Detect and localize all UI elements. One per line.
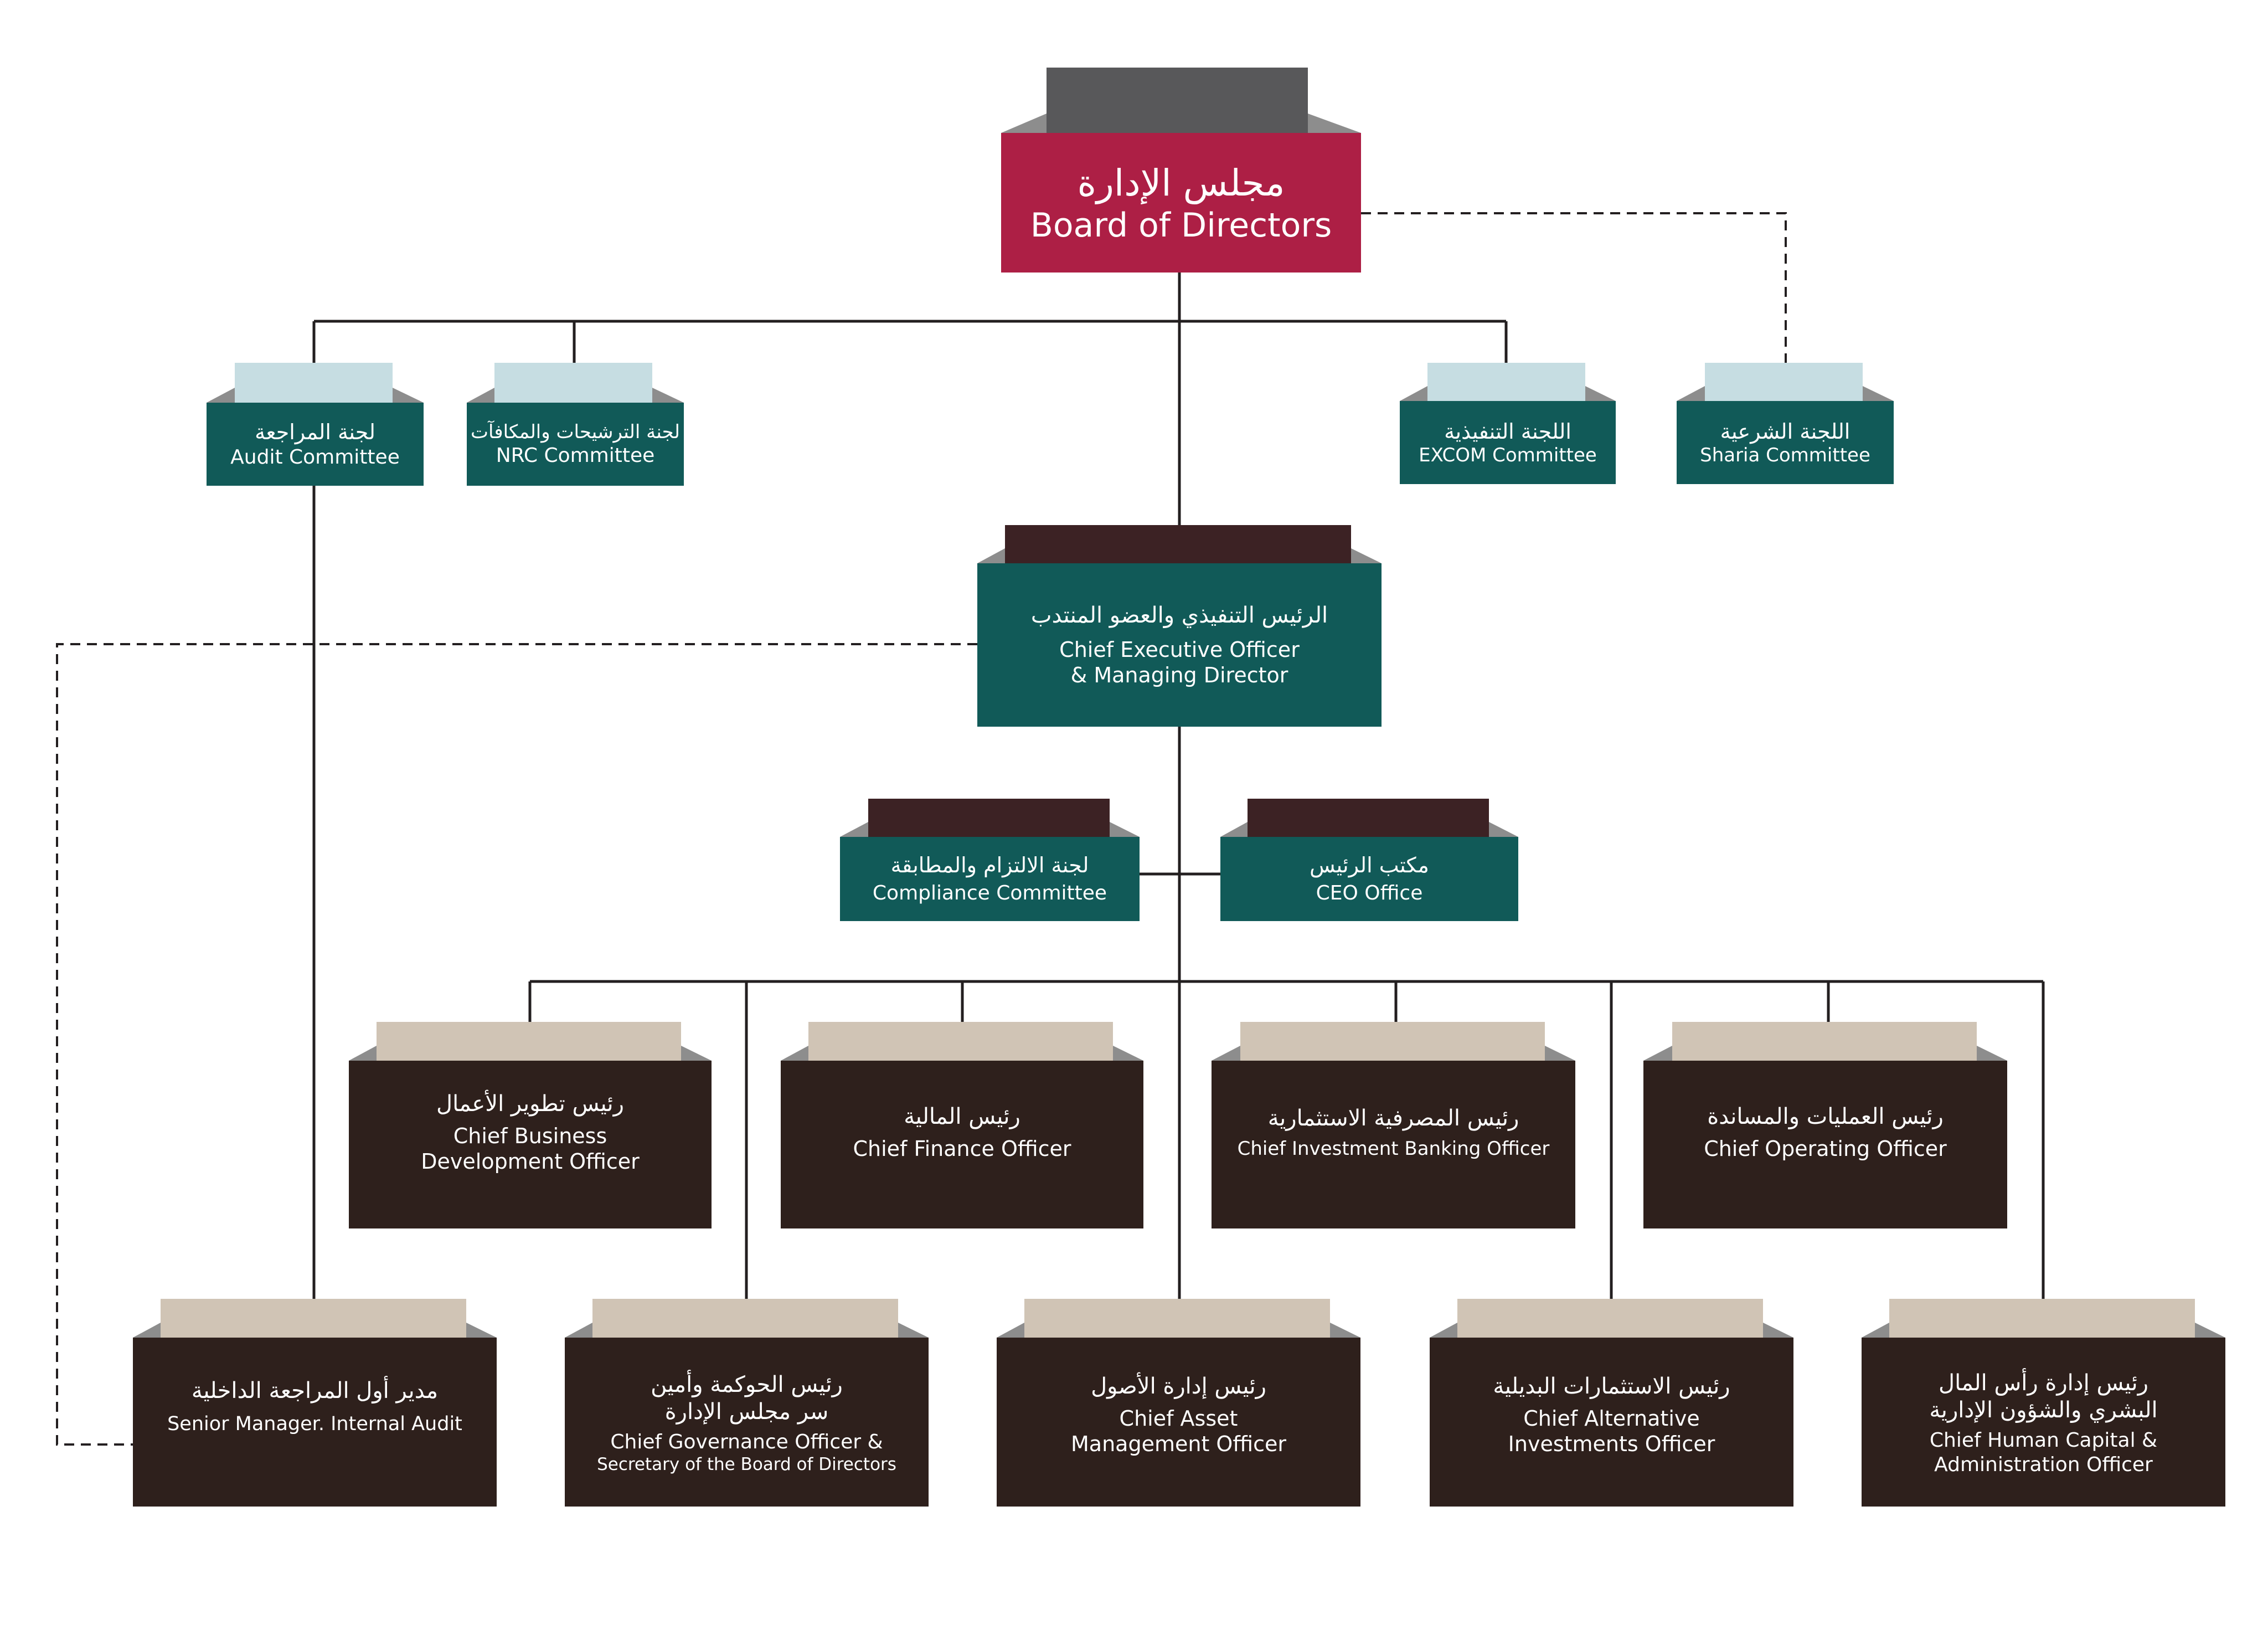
cfo-arabic: رئيس المالية: [904, 1104, 1020, 1130]
compliance-arabic: لجنة الالتزام والمطابقة: [890, 852, 1089, 877]
ceo-office-arabic: مكتب الرئيس: [1310, 852, 1429, 877]
camo-box: [997, 1299, 1360, 1507]
cbdo-arabic: رئيس تطوير الأعمال: [436, 1091, 624, 1117]
ceo-office-english: CEO Office: [1316, 882, 1423, 905]
ceo-box: [977, 525, 1382, 727]
camo-label: رئيس إدارة الأصول Chief Asset Management…: [997, 1343, 1360, 1487]
cgo-arabic-line1: رئيس الحوكمة وأمين: [651, 1372, 843, 1398]
cibo-arabic: رئيس المصرفية الاستثمارية: [1267, 1105, 1519, 1131]
nrc-committee-arabic: لجنة الترشيحات والمكافآت: [471, 420, 680, 443]
board-label: مجلس الإدارة Board of Directors: [1001, 141, 1361, 266]
cfo-english: Chief Finance Officer: [853, 1137, 1071, 1161]
caio-english-line2: Investments Officer: [1508, 1432, 1715, 1457]
caio-arabic: رئيس الاستثمارات البديلية: [1493, 1374, 1730, 1400]
board-shoulder-right: [1308, 114, 1361, 133]
chco-arabic-line2: البشري والشؤون الإدارية: [1929, 1397, 2158, 1423]
compliance-box: [840, 799, 1140, 921]
cgo-label: رئيس الحوكمة وأمين سر مجلس الإدارة Chief…: [565, 1343, 929, 1504]
coo-arabic: رئيس العمليات والمساندة: [1707, 1104, 1944, 1130]
sharia-committee-label: اللجنة الشرعية Sharia Committee: [1677, 405, 1894, 480]
ceo-english-line2: & Managing Director: [1070, 663, 1288, 688]
chco-english-line2: Administration Officer: [1934, 1453, 2153, 1476]
cgo-arabic-line2: سر مجلس الإدارة: [664, 1399, 829, 1425]
cgo-english-line1: Chief Governance Officer &: [610, 1430, 883, 1453]
cibo-english: Chief Investment Banking Officer: [1237, 1137, 1550, 1160]
cibo-label: رئيس المصرفية الاستثمارية Chief Investme…: [1212, 1066, 1575, 1199]
cbdo-english-line1: Chief Business: [453, 1124, 607, 1149]
ceo-office-label: مكتب الرئيس CEO Office: [1220, 841, 1518, 917]
board-box: [1001, 68, 1361, 273]
internal-audit-english: Senior Manager. Internal Audit: [167, 1413, 462, 1436]
coo-english: Chief Operating Officer: [1704, 1137, 1947, 1161]
compliance-label: لجنة الالتزام والمطابقة Compliance Commi…: [840, 841, 1140, 917]
audit-committee-label: لجنة المراجعة Audit Committee: [207, 407, 424, 482]
board-shoulder-left: [1001, 114, 1047, 133]
nrc-committee-box: [467, 363, 684, 486]
cfo-label: رئيس المالية Chief Finance Officer: [781, 1066, 1143, 1199]
excom-committee-box: [1400, 363, 1616, 484]
caio-label: رئيس الاستثمارات البديلية Chief Alternat…: [1430, 1343, 1793, 1487]
cbdo-box: [349, 1022, 712, 1228]
cgo-box: [565, 1299, 929, 1507]
board-arabic: مجلس الإدارة: [1077, 161, 1285, 204]
dashed-connectors: [56, 212, 1787, 1446]
ceo-label: الرئيس التنفيذي والعضو المنتدب Chief Exe…: [977, 573, 1382, 717]
compliance-english: Compliance Committee: [872, 882, 1107, 905]
sharia-committee-box: [1677, 363, 1894, 484]
chco-arabic-line1: رئيس إدارة رأس المال: [1939, 1370, 2148, 1396]
cibo-box: [1212, 1022, 1575, 1228]
excom-committee-label: اللجنة التنفيذية EXCOM Committee: [1400, 405, 1616, 480]
ceo-english-line1: Chief Executive Officer: [1059, 638, 1300, 662]
chco-box: [1862, 1299, 2225, 1507]
caio-english-line1: Chief Alternative: [1523, 1406, 1700, 1431]
sharia-committee-arabic: اللجنة الشرعية: [1720, 419, 1851, 444]
excom-committee-arabic: اللجنة التنفيذية: [1444, 419, 1571, 444]
camo-arabic: رئيس إدارة الأصول: [1091, 1374, 1266, 1400]
nrc-committee-english: NRC Committee: [496, 444, 655, 467]
audit-committee-english: Audit Committee: [230, 445, 400, 469]
camo-english-line2: Management Officer: [1071, 1432, 1286, 1457]
board-tab: [1047, 68, 1308, 133]
cfo-box: [781, 1022, 1143, 1228]
coo-label: رئيس العمليات والمساندة Chief Operating …: [1643, 1066, 2007, 1199]
chco-english-line1: Chief Human Capital &: [1929, 1428, 2158, 1452]
caio-box: [1430, 1299, 1793, 1507]
excom-committee-english: EXCOM Committee: [1419, 444, 1597, 466]
board-english: Board of Directors: [1030, 206, 1332, 245]
connectors: [312, 271, 2045, 1299]
board-to-sharia-dashed-line: [1361, 212, 1787, 363]
ceo-arabic: الرئيس التنفيذي والعضو المنتدب: [1030, 603, 1328, 629]
camo-english-line1: Chief Asset: [1119, 1406, 1238, 1431]
internal-audit-label: مدير أول المراجعة الداخلية Senior Manage…: [133, 1343, 497, 1471]
nrc-committee-label: لجنة الترشيحات والمكافآت NRC Committee: [467, 407, 684, 482]
audit-committee-arabic: لجنة المراجعة: [255, 420, 375, 445]
sharia-committee-english: Sharia Committee: [1700, 444, 1870, 466]
cbdo-english-line2: Development Officer: [421, 1149, 640, 1174]
coo-box: [1643, 1022, 2007, 1228]
audit-committee-box: [207, 363, 424, 486]
cbdo-label: رئيس تطوير الأعمال Chief Business Develo…: [349, 1066, 712, 1199]
cgo-english-line2: Secretary of the Board of Directors: [597, 1454, 896, 1474]
chco-label: رئيس إدارة رأس المال البشري والشؤون الإد…: [1862, 1343, 2225, 1504]
internal-audit-box: [133, 1299, 497, 1507]
ceo-office-box: [1220, 799, 1518, 921]
board-fill: [1001, 133, 1361, 273]
ceo-to-internal-audit-dashed-line: [56, 643, 977, 1446]
internal-audit-arabic: مدير أول المراجعة الداخلية: [191, 1378, 439, 1404]
